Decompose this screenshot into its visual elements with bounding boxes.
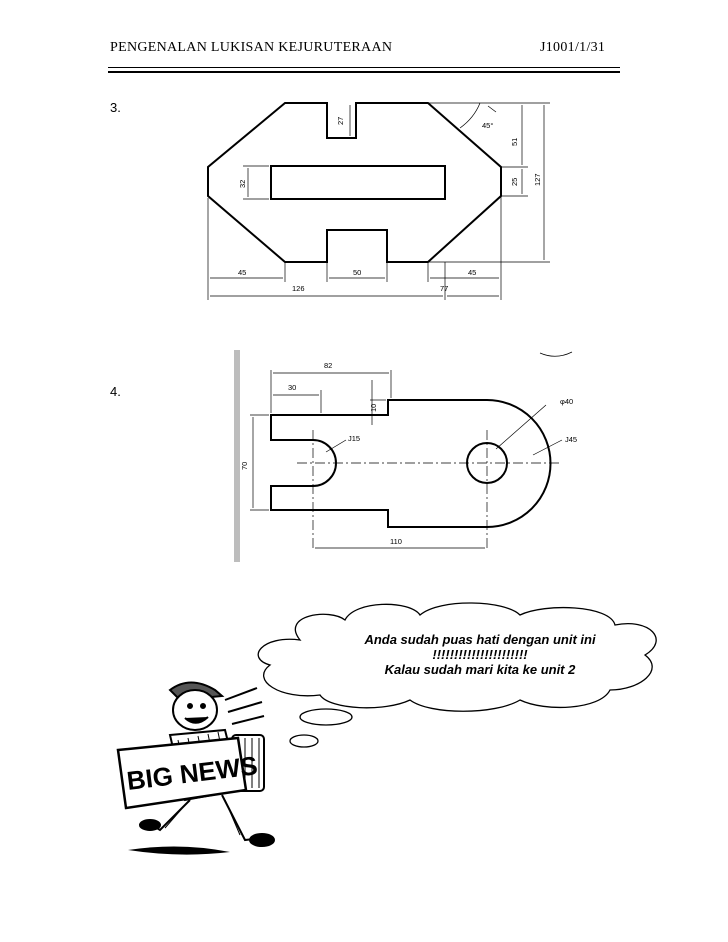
big-news-sign: BIG NEWS [116,736,259,810]
callout-line-2: !!!!!!!!!!!!!!!!!!!!!! [432,647,528,662]
dim-4-30: 30 [288,383,296,392]
scan-edge-shadow [234,350,240,562]
dim-3-angle: 45° [482,121,493,130]
header-title: PENGENALAN LUKISAN KEJURUTERAAN [110,40,393,55]
header-rule [108,67,620,68]
dim-4-phi40: φ40 [560,397,573,406]
dim-3-32: 32 [238,180,247,188]
question-4-number: 4. [110,384,121,399]
dim-3-25: 25 [510,178,519,186]
question-3-number: 3. [110,100,121,115]
dim-4-70: 70 [240,462,249,470]
dim-4-r45: J45 [565,435,577,444]
dim-4-r15: J15 [348,434,360,443]
callout-text: Anda sudah puas hati dengan unit ini !!!… [330,632,630,677]
dim-3-77: 77 [440,284,448,293]
thought-cloud [257,602,657,748]
drawing-4-outline [270,399,552,528]
header-page-ref: J1001/1/31 [540,40,606,55]
dim-3-127: 127 [533,173,542,186]
dim-3-126: 126 [292,284,305,293]
dim-4-110: 110 [390,537,402,546]
dim-4-10: 10 [369,404,378,412]
dim-3-27: 27 [336,117,345,125]
dim-3-45-left: 45 [238,268,246,277]
callout-line-3: Kalau sudah mari kita ke unit 2 [384,662,576,677]
drawing-3-slot [270,165,446,200]
dim-3-50: 50 [353,268,361,277]
callout-line-1: Anda sudah puas hati dengan unit ini [364,632,596,647]
dim-3-51: 51 [510,138,519,146]
ground-shadow [128,846,230,855]
motion-lines [224,687,265,725]
dim-4-82: 82 [324,361,332,370]
dim-3-45-right: 45 [468,268,476,277]
header-rule-thick [108,71,620,73]
